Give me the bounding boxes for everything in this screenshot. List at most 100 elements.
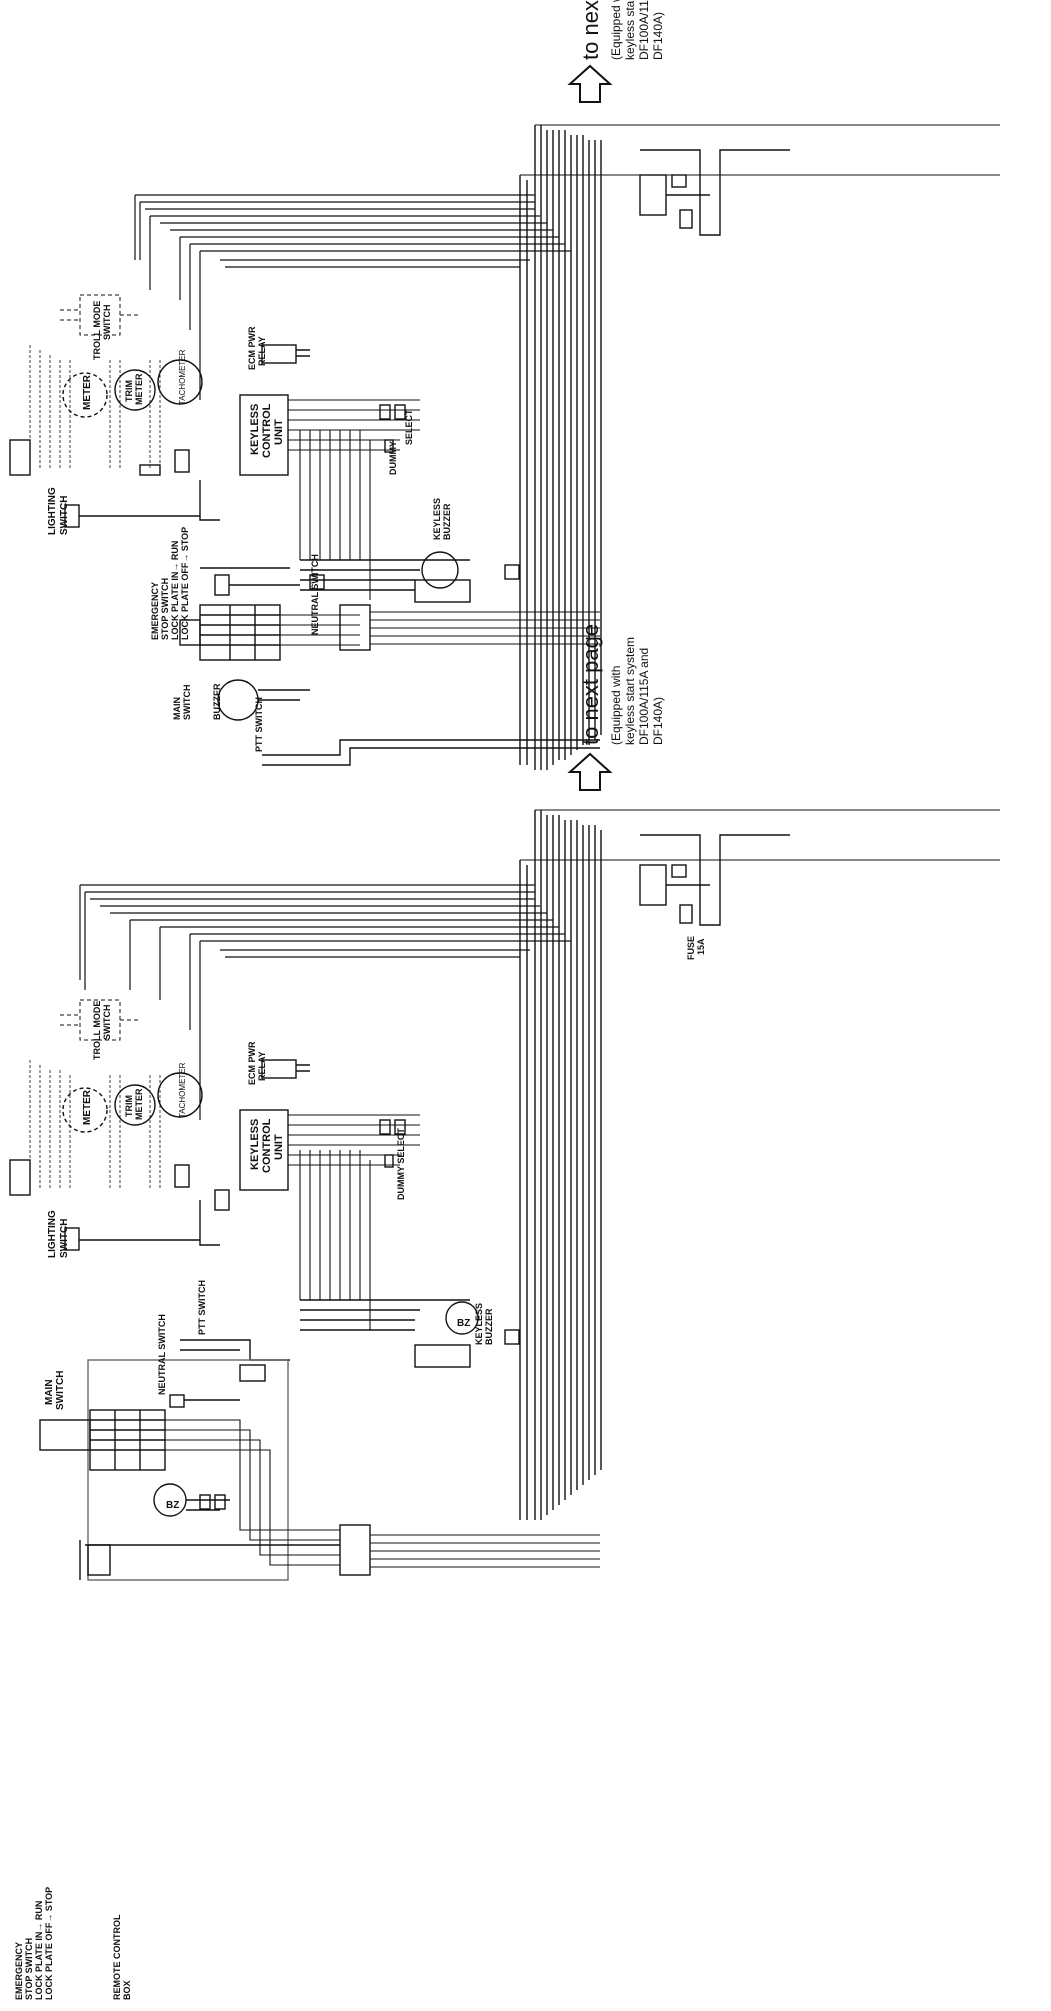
lower-equipped-note-3: DF100A/115A and [637, 648, 651, 745]
upper-equipped-note-1: (Equipped with [609, 0, 623, 60]
upper-emergency-label-4: LOCK PLATE OFF→ STOP [180, 527, 190, 640]
upper-meter-label: METER [82, 374, 93, 410]
lower-next-page-label: to next page [578, 624, 603, 745]
upper-lighting-switch [64, 480, 220, 528]
lower-ecm-pwr-relay-label-1: ECM PWR [247, 1041, 257, 1085]
lower-remote-control-label-2: BOX [122, 1980, 132, 2000]
lower-ecm-pwr-relay-label-2: RELAY [257, 1051, 267, 1081]
upper-buzzer-label: BUZZER [212, 683, 222, 720]
upper-ecm-pwr-relay-label-2: RELAY [257, 336, 267, 366]
lower-trim-meter-label-1: TRIM [124, 1095, 134, 1117]
lower-wire-bundle [79, 884, 571, 1120]
lower-bz-label: BZ [166, 1500, 179, 1511]
upper-lighting-switch-label-2: SWITCH [59, 496, 70, 535]
lower-keyless-control-unit-label-2: CONTROL [261, 1118, 273, 1173]
upper-next-page-arrow-icon [567, 64, 613, 103]
upper-troll-mode-switch-label-2: SWITCH [102, 305, 112, 341]
lower-neutral-switch-label: NEUTRAL SWITCH [157, 1314, 167, 1395]
lower-diagram [9, 809, 1000, 1581]
lower-keyless-control-unit-label-3: UNIT [273, 1134, 285, 1160]
upper-emergency-label-1: EMERGENCY [150, 582, 160, 640]
upper-emergency-label-3: LOCK PLATE IN→ RUN [170, 541, 180, 640]
lower-trim-meter-icon [114, 1084, 156, 1126]
lower-keyless-control-unit-label-1: KEYLESS [249, 1119, 261, 1170]
lower-troll-mode-switch-label-2: SWITCH [102, 1005, 112, 1041]
lower-dummy-select-label: DUMMY SELECT [396, 1128, 406, 1200]
lower-main-switch-block [39, 1409, 166, 1471]
upper-diagram [9, 124, 1000, 770]
lower-main-switch-label-2: SWITCH [55, 1371, 66, 1410]
lower-emergency-label-2: STOP SWITCH [24, 1938, 34, 2000]
lower-meter-connector [9, 1159, 31, 1196]
lower-equipped-note-2: keyless start system [623, 637, 637, 745]
lower-keyless-bz-label: BZ [457, 1318, 470, 1329]
upper-meter-icon [62, 372, 108, 418]
lower-main-switch-label-1: MAIN [44, 1379, 55, 1405]
lower-emergency-label-3: LOCK PLATE IN→ RUN [34, 1901, 44, 2000]
upper-fuse-block [639, 149, 790, 236]
upper-select-label: SELECT [404, 409, 414, 445]
lower-lighting-switch-label-1: LIGHTING [47, 1210, 58, 1258]
lower-fuse-label-1: FUSE [686, 936, 696, 960]
upper-buzzer-icon [217, 679, 259, 721]
upper-ecm-pwr-relay [261, 344, 310, 364]
upper-keyless-control-unit-label-1: KEYLESS [249, 404, 261, 455]
upper-trim-meter-label-2: METER [134, 373, 144, 405]
lower-remote-control-label-1: REMOTE CONTROL [112, 1914, 122, 2000]
upper-keyless-control-unit-label-2: CONTROL [261, 403, 273, 458]
lower-labels: to next page (Equipped with keyless star… [14, 624, 706, 2000]
upper-keyless-buzzer-icon [421, 551, 459, 589]
lower-lighting-switch [64, 1200, 220, 1251]
upper-emergency-stop-switch [200, 567, 300, 596]
lower-keyless-control-unit [239, 1109, 289, 1191]
lower-meter-icon [62, 1087, 108, 1133]
lower-emergency-stop-switch [79, 1540, 340, 1580]
lower-emergency-label-4: LOCK PLATE OFF→ STOP [44, 1887, 54, 2000]
lower-ecm-pwr-relay [261, 1059, 310, 1079]
upper-keyless-control-unit [239, 394, 289, 476]
lower-meter-label: METER [82, 1089, 93, 1125]
lower-troll-mode-switch [60, 999, 140, 1041]
lower-lighting-switch-label-2: SWITCH [59, 1219, 70, 1258]
lower-tachometer-label: TACHOMETER [178, 1062, 187, 1118]
upper-ecm-pwr-relay-label-1: ECM PWR [247, 326, 257, 370]
lower-next-page-arrow-icon [567, 752, 613, 791]
lower-neutral-switch [169, 1394, 240, 1408]
upper-troll-mode-switch [60, 294, 140, 336]
upper-tachometer-icon [157, 359, 203, 405]
lower-harness-trunk [519, 809, 1000, 1520]
lower-ptt-switch-label: PTT SWITCH [197, 1280, 207, 1335]
lower-remote-control-box [87, 1359, 289, 1581]
lower-trim-meter-label-2: METER [134, 1088, 144, 1120]
lower-equipped-note-1: (Equipped with [609, 666, 623, 745]
upper-tachometer-label: TACHOMETER [178, 349, 187, 405]
lower-emergency-label-1: EMERGENCY [14, 1942, 24, 2000]
upper-equipped-note-2: keyless start system [623, 0, 637, 60]
upper-main-switch-block [179, 604, 281, 661]
lower-troll-mode-switch-label-1: TROLL MODE [92, 1001, 102, 1060]
upper-equipped-note-4: DF140A) [651, 12, 665, 60]
lower-equipped-note-4: DF140A) [651, 697, 665, 745]
upper-emergency-label-2: STOP SWITCH [160, 578, 170, 640]
upper-keyless-buzzer-label-2: BUZZER [442, 503, 452, 540]
lower-keyless-buzzer-label-1: KEYLESS [474, 1303, 484, 1345]
upper-keyless-buzzer-label-1: KEYLESS [432, 498, 442, 540]
upper-neutral-switch-label: NEUTRAL SWITCH [310, 554, 320, 635]
lower-keyless-buzzer-label-2: BUZZER [484, 1308, 494, 1345]
upper-lighting-switch-label-1: LIGHTING [47, 487, 58, 535]
upper-keyless-control-unit-label-3: UNIT [273, 419, 285, 445]
lower-keyless-buzzer-icon [445, 1301, 479, 1335]
upper-wire-bundle [134, 194, 571, 400]
upper-harness-trunk [519, 124, 1000, 770]
upper-labels: to next page (Equipped with keyless star… [47, 0, 665, 752]
upper-dummy-label: DUMMY [388, 441, 398, 475]
upper-ptt-switch [262, 739, 600, 766]
upper-neutral-switch [309, 574, 325, 590]
upper-meter-connector [9, 439, 31, 476]
lower-fuse-label-2: 15A [696, 938, 706, 955]
lower-tachometer-icon [157, 1072, 203, 1118]
upper-main-switch-label-2: SWITCH [182, 685, 192, 721]
upper-equipped-note-3: DF100A/115A and [637, 0, 651, 60]
